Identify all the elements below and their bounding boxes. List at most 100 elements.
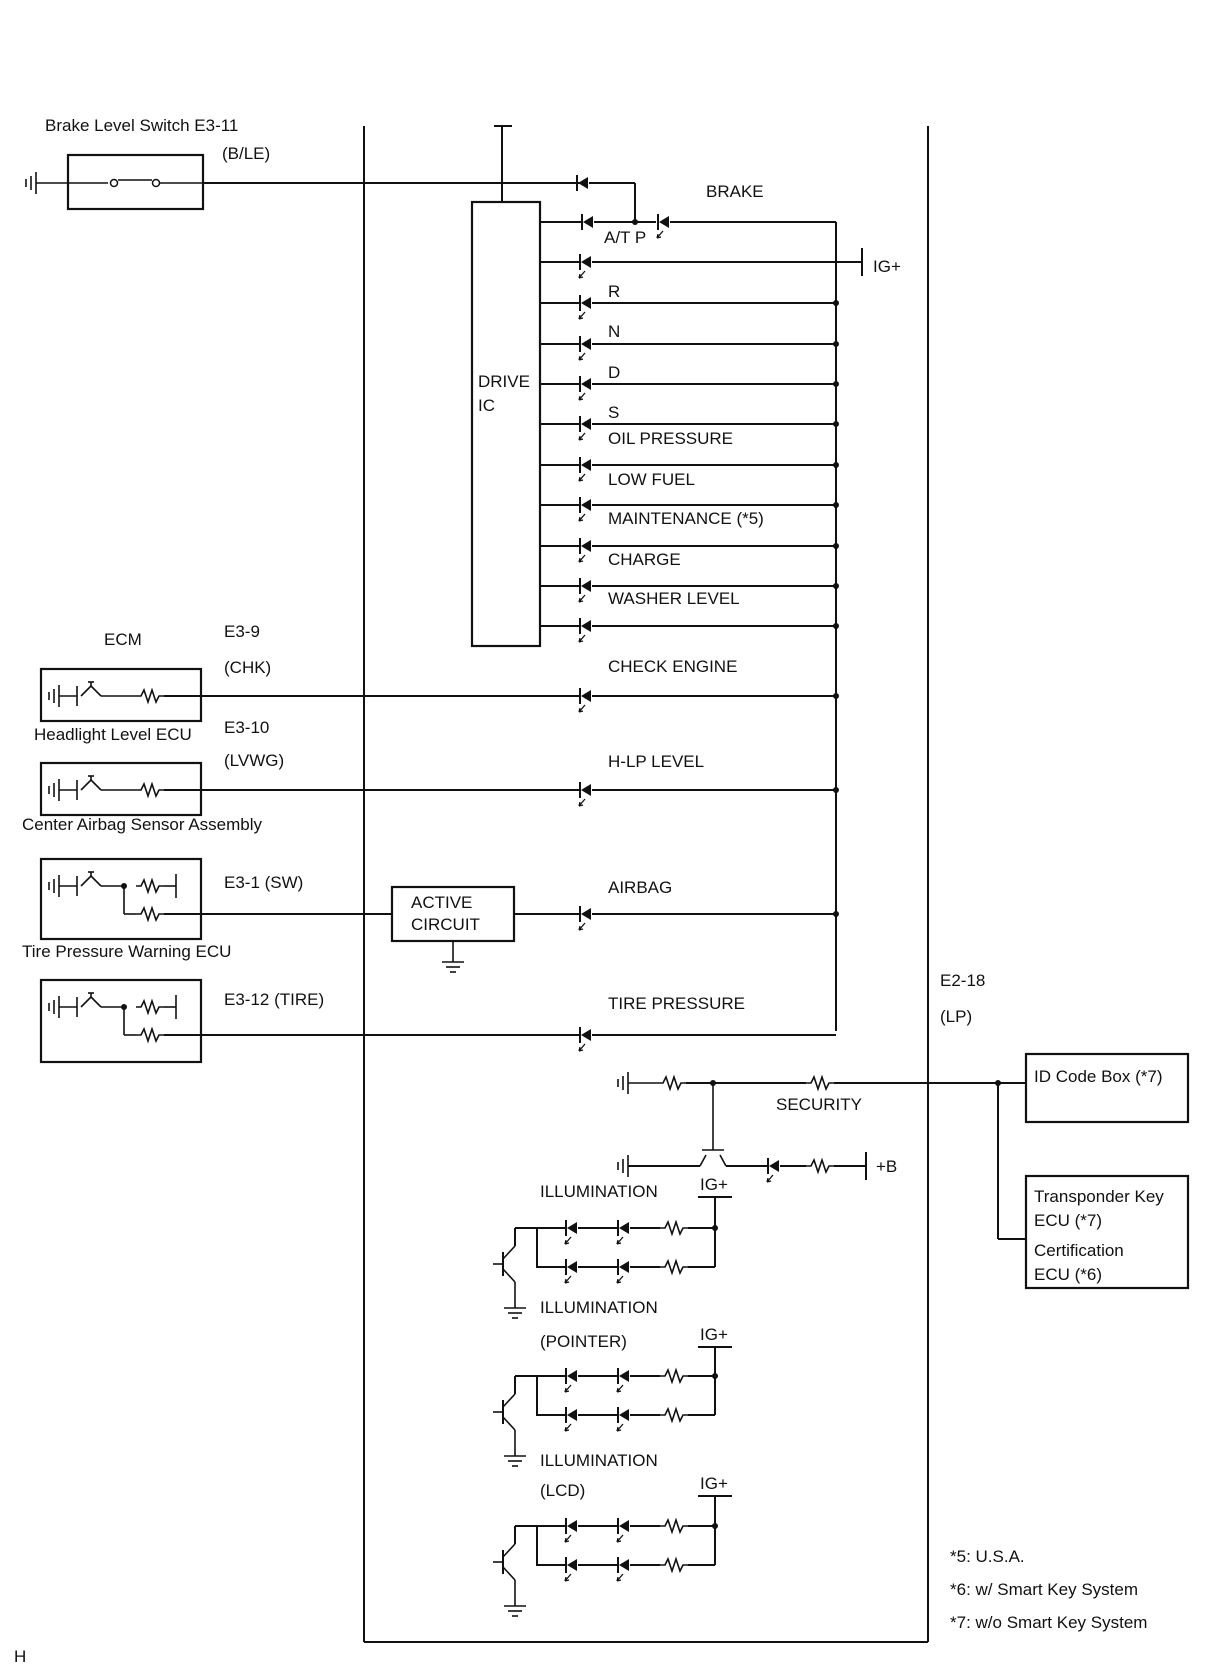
- illumination-group-pointer: ILLUMINATION (POINTER) IG+: [492, 1298, 732, 1467]
- ground-icon: [441, 951, 465, 973]
- low-fuel-label: LOW FUEL: [608, 470, 695, 489]
- washer-level-label: WASHER LEVEL: [608, 589, 740, 608]
- ground-icon: [503, 1445, 527, 1467]
- security-circuit: E2-18 (LP) SECURITY +B: [617, 971, 1026, 1183]
- resistor-icon: [657, 1076, 687, 1090]
- drive-ic-label-2: IC: [478, 396, 495, 415]
- meter-enclosure: [363, 126, 929, 1643]
- atp-label: A/T P: [604, 228, 646, 247]
- active-circuit-label-1: ACTIVE: [411, 893, 472, 912]
- ground-icon: [503, 1297, 527, 1319]
- s-label: S: [608, 403, 619, 422]
- ground-icon: [617, 1071, 629, 1095]
- pointer-label: (POINTER): [540, 1332, 627, 1351]
- illumination-group-1: ILLUMINATION IG+: [492, 1175, 732, 1319]
- brake-switch-box: [66, 153, 205, 211]
- oil-pressure-indicator-row: OIL PRESSURE: [540, 429, 839, 482]
- led-indicator-icon: [564, 1556, 578, 1582]
- drive-ic: DRIVE IC: [470, 125, 542, 648]
- low-fuel-indicator-row: LOW FUEL: [540, 470, 839, 522]
- airbag-assembly-label: Center Airbag Sensor Assembly: [22, 815, 263, 834]
- resistor-icon: [659, 1519, 689, 1533]
- brake-indicator-row: BRAKE A/T P: [540, 182, 836, 247]
- charge-label: CHARGE: [608, 550, 681, 569]
- charge-indicator-row: CHARGE: [540, 550, 839, 603]
- ig-plus-label-4: IG+: [700, 1474, 728, 1493]
- led-indicator-icon: [564, 1406, 578, 1432]
- diode-icon: [576, 174, 589, 192]
- led-indicator-icon: [578, 617, 592, 643]
- r-indicator-row: R: [540, 282, 839, 320]
- oil-pressure-label: OIL PRESSURE: [608, 429, 733, 448]
- b-le-terminal: (B/LE): [222, 144, 270, 163]
- led-indicator-icon: [564, 1219, 578, 1245]
- led-indicator-icon: [578, 335, 592, 361]
- led-indicator-icon: [578, 577, 592, 603]
- transistor-icon: [492, 1245, 516, 1283]
- led-indicator-icon: [564, 1258, 578, 1284]
- led-indicator-icon: [578, 415, 592, 441]
- ground-icon: [25, 171, 37, 195]
- resistor-icon: [659, 1558, 689, 1572]
- e3-12-terminal: E3-12 (TIRE): [224, 990, 324, 1009]
- transponder-label-2: ECU (*7): [1034, 1211, 1102, 1230]
- transistor-icon: [492, 1543, 516, 1581]
- resistor-icon: [659, 1408, 689, 1422]
- resistor-icon: [805, 1159, 835, 1173]
- certification-label-1: Certification: [1034, 1241, 1124, 1260]
- ig-plus-label-2: IG+: [700, 1175, 728, 1194]
- id-code-box: ID Code Box (*7): [1024, 1052, 1190, 1124]
- id-code-box-label: ID Code Box (*7): [1034, 1067, 1163, 1086]
- diode-icon: [581, 213, 594, 231]
- led-indicator-icon: [578, 905, 592, 931]
- led-indicator-icon: [578, 456, 592, 482]
- led-indicator-icon: [616, 1258, 630, 1284]
- illumination-label-2: ILLUMINATION: [540, 1298, 658, 1317]
- led-indicator-icon: [564, 1367, 578, 1393]
- tire-ecu-label: Tire Pressure Warning ECU: [22, 942, 231, 961]
- led-indicator-icon: [578, 253, 592, 279]
- ecm-unit: ECM E3-9 (CHK) CHECK ENGINE: [39, 622, 839, 723]
- resistor-icon: [659, 1221, 689, 1235]
- check-engine-label: CHECK ENGINE: [608, 657, 737, 676]
- tire-pressure-warning-ecu: Tire Pressure Warning ECU E3-12 (TIRE) T…: [22, 942, 836, 1064]
- lp-terminal: (LP): [940, 1007, 972, 1026]
- led-indicator-icon: [578, 537, 592, 563]
- ig-plus-label-3: IG+: [700, 1325, 728, 1344]
- resistor-icon: [659, 1369, 689, 1383]
- lvwg-terminal: (LVWG): [224, 751, 284, 770]
- transistor-icon: [492, 1393, 516, 1431]
- d-indicator-row: D: [540, 363, 839, 401]
- ground-icon: [617, 1154, 629, 1178]
- ecm-label: ECM: [104, 630, 142, 649]
- chk-terminal: (CHK): [224, 658, 271, 677]
- headlight-ecu-label: Headlight Level ECU: [34, 725, 192, 744]
- led-indicator-icon: [616, 1517, 630, 1543]
- e2-18-terminal: E2-18: [940, 971, 985, 990]
- center-airbag-sensor-assembly: Center Airbag Sensor Assembly E3-1 (SW) …: [22, 815, 839, 973]
- transponder-label-1: Transponder Key: [1034, 1187, 1164, 1206]
- footnotes: *5: U.S.A. *6: w/ Smart Key System *7: w…: [950, 1547, 1147, 1632]
- security-label: SECURITY: [776, 1095, 862, 1114]
- illumination-group-lcd: ILLUMINATION (LCD) IG+: [492, 1451, 732, 1617]
- ig-plus-indicator-row: [540, 253, 836, 279]
- led-indicator-icon: [616, 1406, 630, 1432]
- led-indicator-icon: [578, 1026, 592, 1052]
- switch-icon: [68, 178, 203, 188]
- note-7: *7: w/o Smart Key System: [950, 1613, 1147, 1632]
- led-indicator-icon: [564, 1517, 578, 1543]
- led-indicator-icon: [766, 1157, 780, 1183]
- led-indicator-icon: [578, 781, 592, 807]
- plus-b-label: +B: [876, 1157, 897, 1176]
- ground-icon: [503, 1595, 527, 1617]
- drive-ic-label-1: DRIVE: [478, 372, 530, 391]
- led-indicator-icon: [616, 1367, 630, 1393]
- led-indicator-icon: [616, 1556, 630, 1582]
- transistor-icon: [699, 1149, 727, 1167]
- brake-label: BRAKE: [706, 182, 764, 201]
- led-indicator-icon: [578, 294, 592, 320]
- transponder-key-ecu: Transponder Key ECU (*7) Certification E…: [1024, 1174, 1190, 1290]
- brake-level-switch: Brake Level Switch E3-11 (B/LE): [25, 116, 638, 225]
- illumination-label-3: ILLUMINATION: [540, 1451, 658, 1470]
